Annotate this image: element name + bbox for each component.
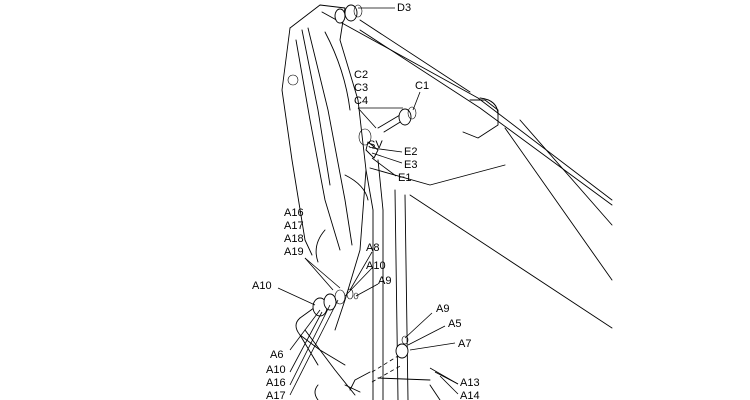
label-e2: E2 xyxy=(404,146,417,158)
label-a16-top: A16 xyxy=(284,207,304,219)
sv-mark: SV xyxy=(368,139,383,151)
arm-stick xyxy=(281,4,409,400)
label-a10-mid: A10 xyxy=(252,280,272,292)
pin-d3 xyxy=(334,4,363,24)
pin-assembly-a-lower xyxy=(314,335,441,400)
label-a18: A18 xyxy=(284,233,304,245)
label-e3: E3 xyxy=(404,159,417,171)
label-c1: C1 xyxy=(415,80,429,92)
label-a13: A13 xyxy=(460,377,480,389)
label-c2: C2 xyxy=(354,69,368,81)
label-a5: A5 xyxy=(448,318,461,330)
pin-assembly-a-upper xyxy=(295,288,359,396)
label-a8: A8 xyxy=(366,242,379,254)
label-a9-bottom: A9 xyxy=(436,303,449,315)
label-e1: E1 xyxy=(398,172,411,184)
label-a6: A6 xyxy=(270,349,283,361)
label-a19: A19 xyxy=(284,246,304,258)
boom-arm xyxy=(321,11,613,329)
part-labels: D3 C2 C3 C4 C1 E2 E3 E1 A16 A17 A18 A19 … xyxy=(252,2,480,400)
label-a10-top: A10 xyxy=(366,260,386,272)
label-a9-top: A9 xyxy=(378,275,391,287)
label-c3: C3 xyxy=(354,82,368,94)
leader-lines xyxy=(277,7,459,396)
label-a14: A14 xyxy=(460,390,480,400)
label-a17-top: A17 xyxy=(284,220,304,232)
label-d3: D3 xyxy=(397,2,411,14)
label-a10-bottom: A10 xyxy=(266,364,286,376)
label-a16-bottom: A16 xyxy=(266,377,286,389)
label-a7: A7 xyxy=(458,338,471,350)
label-a17-bottom: A17 xyxy=(266,390,286,400)
label-c4: C4 xyxy=(354,95,368,107)
pin-assembly-c: SV xyxy=(358,106,417,159)
